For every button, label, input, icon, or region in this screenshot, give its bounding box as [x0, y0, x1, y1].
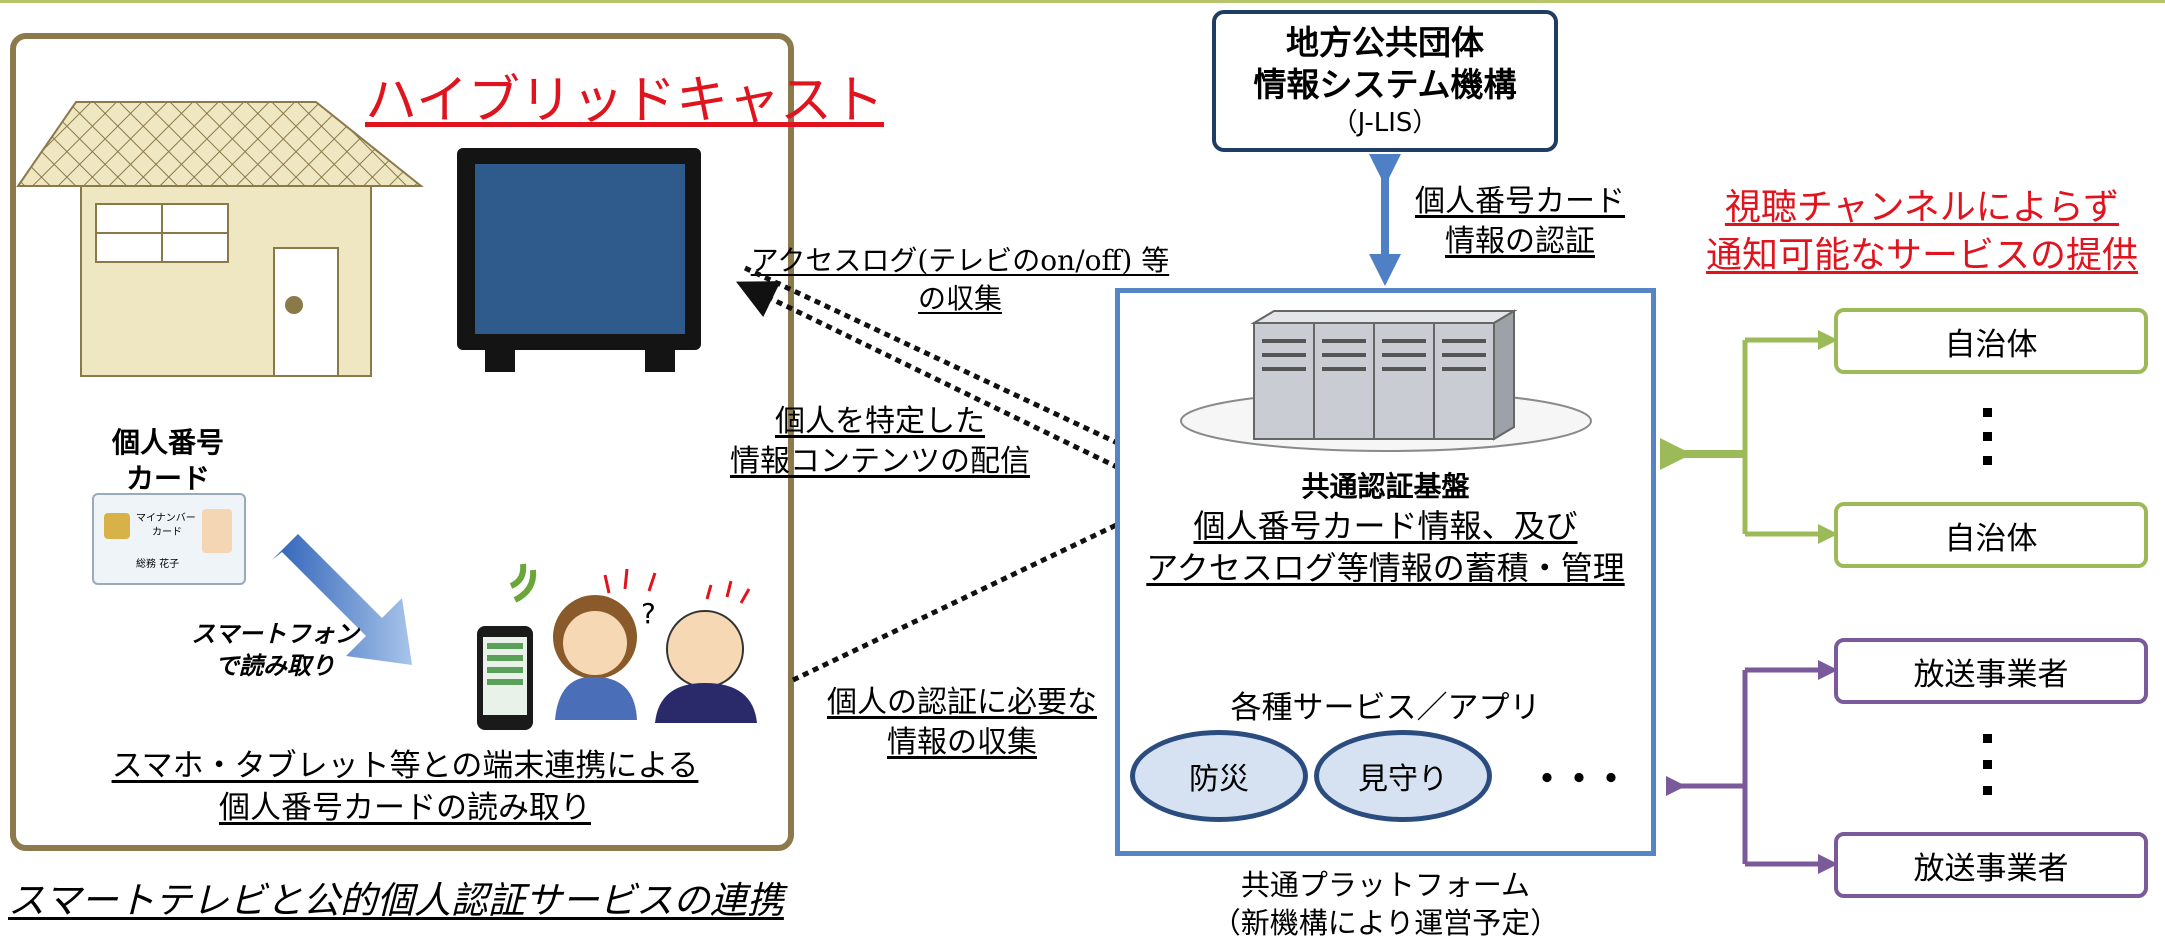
- access-log-arrow: [743, 265, 1168, 468]
- jlis-box: 地方公共団体 情報システム機構 （J-LIS）: [1212, 10, 1558, 152]
- service-watch-over-label: 見守り: [1358, 762, 1448, 797]
- wireless-signal-icon: [509, 563, 537, 603]
- read-method-line1: スマートフォン: [191, 620, 359, 648]
- municipality-connector: [1660, 330, 1838, 544]
- auth-info-arrow: [791, 499, 1168, 683]
- ic-chip-icon: [104, 513, 130, 539]
- card-auth-line1: 個人番号カード: [1415, 184, 1625, 219]
- content-delivery-arrow: [736, 281, 1160, 490]
- card-auth-line2: 情報の認証: [1445, 224, 1595, 259]
- id-card-text-1: マイナンバー: [136, 513, 196, 524]
- id-card-illustration: マイナンバー カード 総務 花子: [92, 493, 246, 585]
- access-log-label: アクセスログ(テレビのon/off) 等 の収集: [730, 242, 1190, 318]
- auth-core-desc-line1: 個人番号カード情報、及び: [1193, 507, 1578, 545]
- municipality-label-2: 自治体: [1944, 520, 2038, 557]
- broadcaster-dot-1: [1983, 734, 1992, 743]
- auth-info-label: 個人の認証に必要な 情報の収集: [792, 683, 1132, 763]
- jlis-line3: （J-LIS）: [1331, 108, 1439, 138]
- card-auth-label: 個人番号カード 情報の認証: [1400, 182, 1640, 262]
- read-method-line2: で読み取り: [215, 652, 335, 680]
- broadcaster-box-2: 放送事業者: [1834, 832, 2148, 898]
- service-disaster-prevention: 防災: [1130, 730, 1308, 822]
- id-card-text-2: カード: [152, 527, 182, 538]
- jlis-line2: 情報システム機構: [1253, 65, 1517, 104]
- notice-service-label: 視聴チャンネルによらず 通知可能なサービスの提供: [1684, 184, 2160, 280]
- id-card-label-line1: 個人番号: [111, 426, 224, 459]
- broadcaster-box-1: 放送事業者: [1834, 638, 2148, 704]
- svg-text:?: ?: [641, 597, 656, 630]
- access-log-line1: アクセスログ(テレビのon/off) 等: [750, 244, 1170, 277]
- broadcaster-connector: [1666, 660, 1838, 874]
- id-card-label-line2: カード: [125, 462, 210, 495]
- smart-tv-illustration: [457, 148, 701, 372]
- municipality-dot-1: [1983, 408, 1992, 417]
- service-disaster-prevention-label: 防災: [1189, 762, 1249, 797]
- id-card-label: 個人番号 カード: [88, 425, 248, 497]
- auth-core-description: 個人番号カード情報、及び アクセスログ等情報の蓄積・管理: [1115, 505, 1656, 589]
- municipality-dot-2: [1983, 432, 1992, 441]
- notice-line2: 通知可能なサービスの提供: [1705, 235, 2138, 276]
- services-title: 各種サービス／アプリ: [1230, 690, 1541, 726]
- auth-core-title: 共通認証基盤: [1301, 470, 1470, 503]
- broadcaster-label-1: 放送事業者: [1913, 656, 2069, 693]
- read-method-label: スマートフォン で読み取り: [150, 618, 400, 682]
- municipality-box-2: 自治体: [1834, 502, 2148, 568]
- auth-core-desc-line2: アクセスログ等情報の蓄積・管理: [1146, 549, 1625, 587]
- auth-info-line1: 個人の認証に必要な: [827, 685, 1097, 720]
- read-arrow-icon: [272, 534, 412, 665]
- smartphone-icon: [477, 626, 533, 730]
- auth-info-line2: 情報の収集: [887, 725, 1037, 760]
- broadcaster-dot-2: [1983, 760, 1992, 769]
- home-caption-line2: 個人番号カードの読み取り: [219, 790, 591, 826]
- services-ellipsis: ・・・: [1528, 757, 1630, 801]
- portrait-icon: [202, 509, 232, 553]
- platform-caption-line1: 共通プラットフォーム: [1240, 868, 1531, 902]
- notice-line1: 視聴チャンネルによらず: [1724, 187, 2120, 228]
- platform-caption: 共通プラットフォーム （新機構により運営予定）: [1115, 866, 1656, 942]
- broadcaster-dot-3: [1983, 786, 1992, 795]
- personal-content-label: 個人を特定した 情報コンテンツの配信: [690, 402, 1070, 482]
- elderly-couple-illustration: ?: [553, 568, 757, 723]
- house-illustration: [16, 101, 424, 377]
- platform-caption-line2: （新機構により運営予定）: [1211, 906, 1560, 940]
- home-caption: スマホ・タブレット等との端末連携による 個人番号カードの読み取り: [20, 745, 790, 829]
- municipality-box-1: 自治体: [1834, 308, 2148, 374]
- municipality-label-1: 自治体: [1944, 326, 2038, 363]
- household-frame: [10, 33, 794, 851]
- top-divider-line: [0, 0, 2165, 3]
- personal-content-line1: 個人を特定した: [775, 404, 985, 439]
- hybridcast-title: ハイブリッドキャスト: [365, 71, 884, 131]
- id-card-name: 総務 花子: [136, 559, 180, 570]
- personal-content-line2: 情報コンテンツの配信: [730, 444, 1030, 479]
- jlis-line1: 地方公共団体: [1286, 23, 1484, 62]
- service-watch-over: 見守り: [1314, 730, 1492, 822]
- diagram-bottom-title: スマートテレビと公的個人認証サービスの連携: [8, 879, 784, 922]
- broadcaster-label-2: 放送事業者: [1913, 850, 2069, 887]
- municipality-dot-3: [1983, 456, 1992, 465]
- home-caption-line1: スマホ・タブレット等との端末連携による: [111, 748, 699, 784]
- access-log-line2: の収集: [917, 282, 1002, 315]
- server-cluster-illustration: [1180, 309, 1592, 452]
